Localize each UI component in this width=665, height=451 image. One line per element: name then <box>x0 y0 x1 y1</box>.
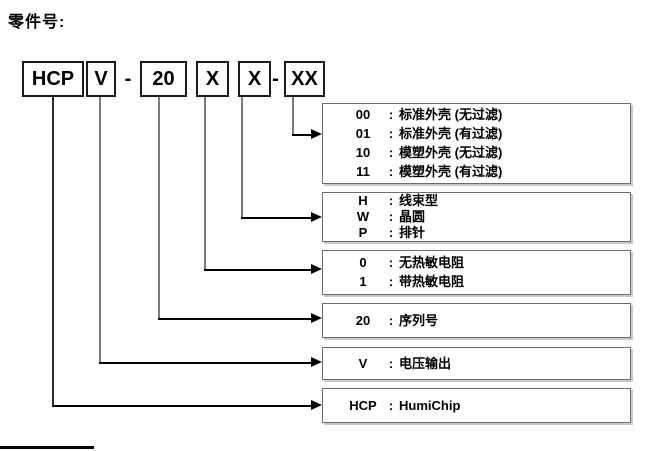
arrowhead-icon <box>311 313 322 323</box>
part-segment-hcp: HCP <box>22 61 84 97</box>
legend-row: V: 电压输出 <box>343 356 630 372</box>
legend-box-package-type: H: 线束型 W: 晶圆 P: 排针 <box>322 192 631 242</box>
connector-line-horizontal <box>52 405 311 407</box>
connector-line-vertical <box>52 97 54 406</box>
legend-desc: 线束型 <box>399 193 439 208</box>
legend-row: 01: 标准外壳 (有过滤) <box>343 126 630 142</box>
legend-row: 10: 模塑外壳 (无过滤) <box>343 145 630 161</box>
arrowhead-icon <box>311 129 322 139</box>
legend-colon: : <box>388 164 394 179</box>
legend-desc: HumiChip <box>399 397 461 413</box>
legend-code: 00 <box>355 107 371 122</box>
legend-row: 00: 标准外壳 (无过滤) <box>343 107 630 123</box>
legend-desc: 带热敏电阻 <box>399 274 465 290</box>
part-segment-xx-housing: XX <box>284 61 325 97</box>
legend-box-thermistor: 0: 无热敏电阻 1: 带热敏电阻 <box>322 250 631 295</box>
connector-line-vertical <box>99 97 101 363</box>
legend-code: 1 <box>359 274 367 290</box>
arrowhead-icon <box>311 212 322 222</box>
legend-colon: : <box>388 254 394 270</box>
legend-colon: : <box>388 193 394 208</box>
legend-row: P: 排针 <box>343 225 630 241</box>
legend-row: 0: 无热敏电阻 <box>343 255 630 271</box>
legend-desc: 模塑外壳 (有过滤) <box>399 164 503 179</box>
legend-row: 1: 带热敏电阻 <box>343 274 630 290</box>
legend-desc: 排针 <box>399 225 426 240</box>
part-segment-20: 20 <box>140 61 187 97</box>
part-segment-x-package: X <box>238 61 271 97</box>
legend-colon: : <box>388 274 394 290</box>
legend-row: W: 晶圆 <box>343 209 630 225</box>
arrowhead-icon <box>311 264 322 274</box>
page-title: 零件号: <box>8 14 66 31</box>
legend-box-output: V: 电压输出 <box>322 347 631 380</box>
legend-code: 01 <box>355 126 371 141</box>
legend-code: V <box>358 355 368 371</box>
legend-colon: : <box>388 355 394 371</box>
connector-line-vertical <box>158 97 160 319</box>
legend-colon: : <box>388 312 394 328</box>
legend-box-housing: 00: 标准外壳 (无过滤) 01: 标准外壳 (有过滤) 10: 模塑外壳 (无过滤… <box>322 103 631 184</box>
part-segment-v: V <box>86 61 116 97</box>
legend-row: 11: 模塑外壳 (有过滤) <box>343 164 630 180</box>
legend-code: 20 <box>355 312 371 328</box>
connector-line-vertical <box>241 97 243 218</box>
arrowhead-icon <box>311 357 322 367</box>
legend-code: H <box>358 193 368 208</box>
legend-desc: 晶圆 <box>399 209 426 224</box>
legend-row: H: 线束型 <box>343 193 630 209</box>
legend-colon: : <box>388 126 394 141</box>
connector-line-horizontal <box>158 318 311 320</box>
part-segment-x-thermistor: X <box>196 61 229 97</box>
legend-row: 20: 序列号 <box>343 313 630 329</box>
legend-box-family: HCP: HumiChip <box>322 388 631 423</box>
part-segment-dash-1: - <box>124 67 132 90</box>
connector-line-horizontal <box>99 362 311 364</box>
legend-colon: : <box>388 397 394 413</box>
legend-code: 0 <box>359 254 367 270</box>
legend-colon: : <box>388 107 394 122</box>
legend-row: HCP: HumiChip <box>343 398 630 414</box>
legend-desc: 模塑外壳 (无过滤) <box>399 145 503 160</box>
legend-code: P <box>358 225 368 240</box>
part-segment-dash-2: - <box>272 67 279 90</box>
arrowhead-icon <box>311 400 322 410</box>
legend-desc: 电压输出 <box>399 355 452 371</box>
legend-desc: 标准外壳 (无过滤) <box>399 107 503 122</box>
legend-code: 10 <box>355 145 371 160</box>
legend-code: HCP <box>349 397 377 413</box>
page-edge-rule <box>0 446 94 449</box>
legend-desc: 序列号 <box>399 312 439 328</box>
legend-box-series: 20: 序列号 <box>322 303 631 338</box>
connector-line-vertical <box>292 97 294 135</box>
connector-line-horizontal <box>292 134 311 136</box>
connector-line-horizontal <box>241 217 311 219</box>
legend-colon: : <box>388 145 394 160</box>
legend-desc: 标准外壳 (有过滤) <box>399 126 503 141</box>
legend-colon: : <box>388 225 394 240</box>
connector-line-vertical <box>204 97 206 270</box>
legend-desc: 无热敏电阻 <box>399 254 465 270</box>
legend-colon: : <box>388 209 394 224</box>
legend-code: W <box>356 209 370 224</box>
legend-code: 11 <box>356 164 370 179</box>
connector-line-horizontal <box>204 269 311 271</box>
